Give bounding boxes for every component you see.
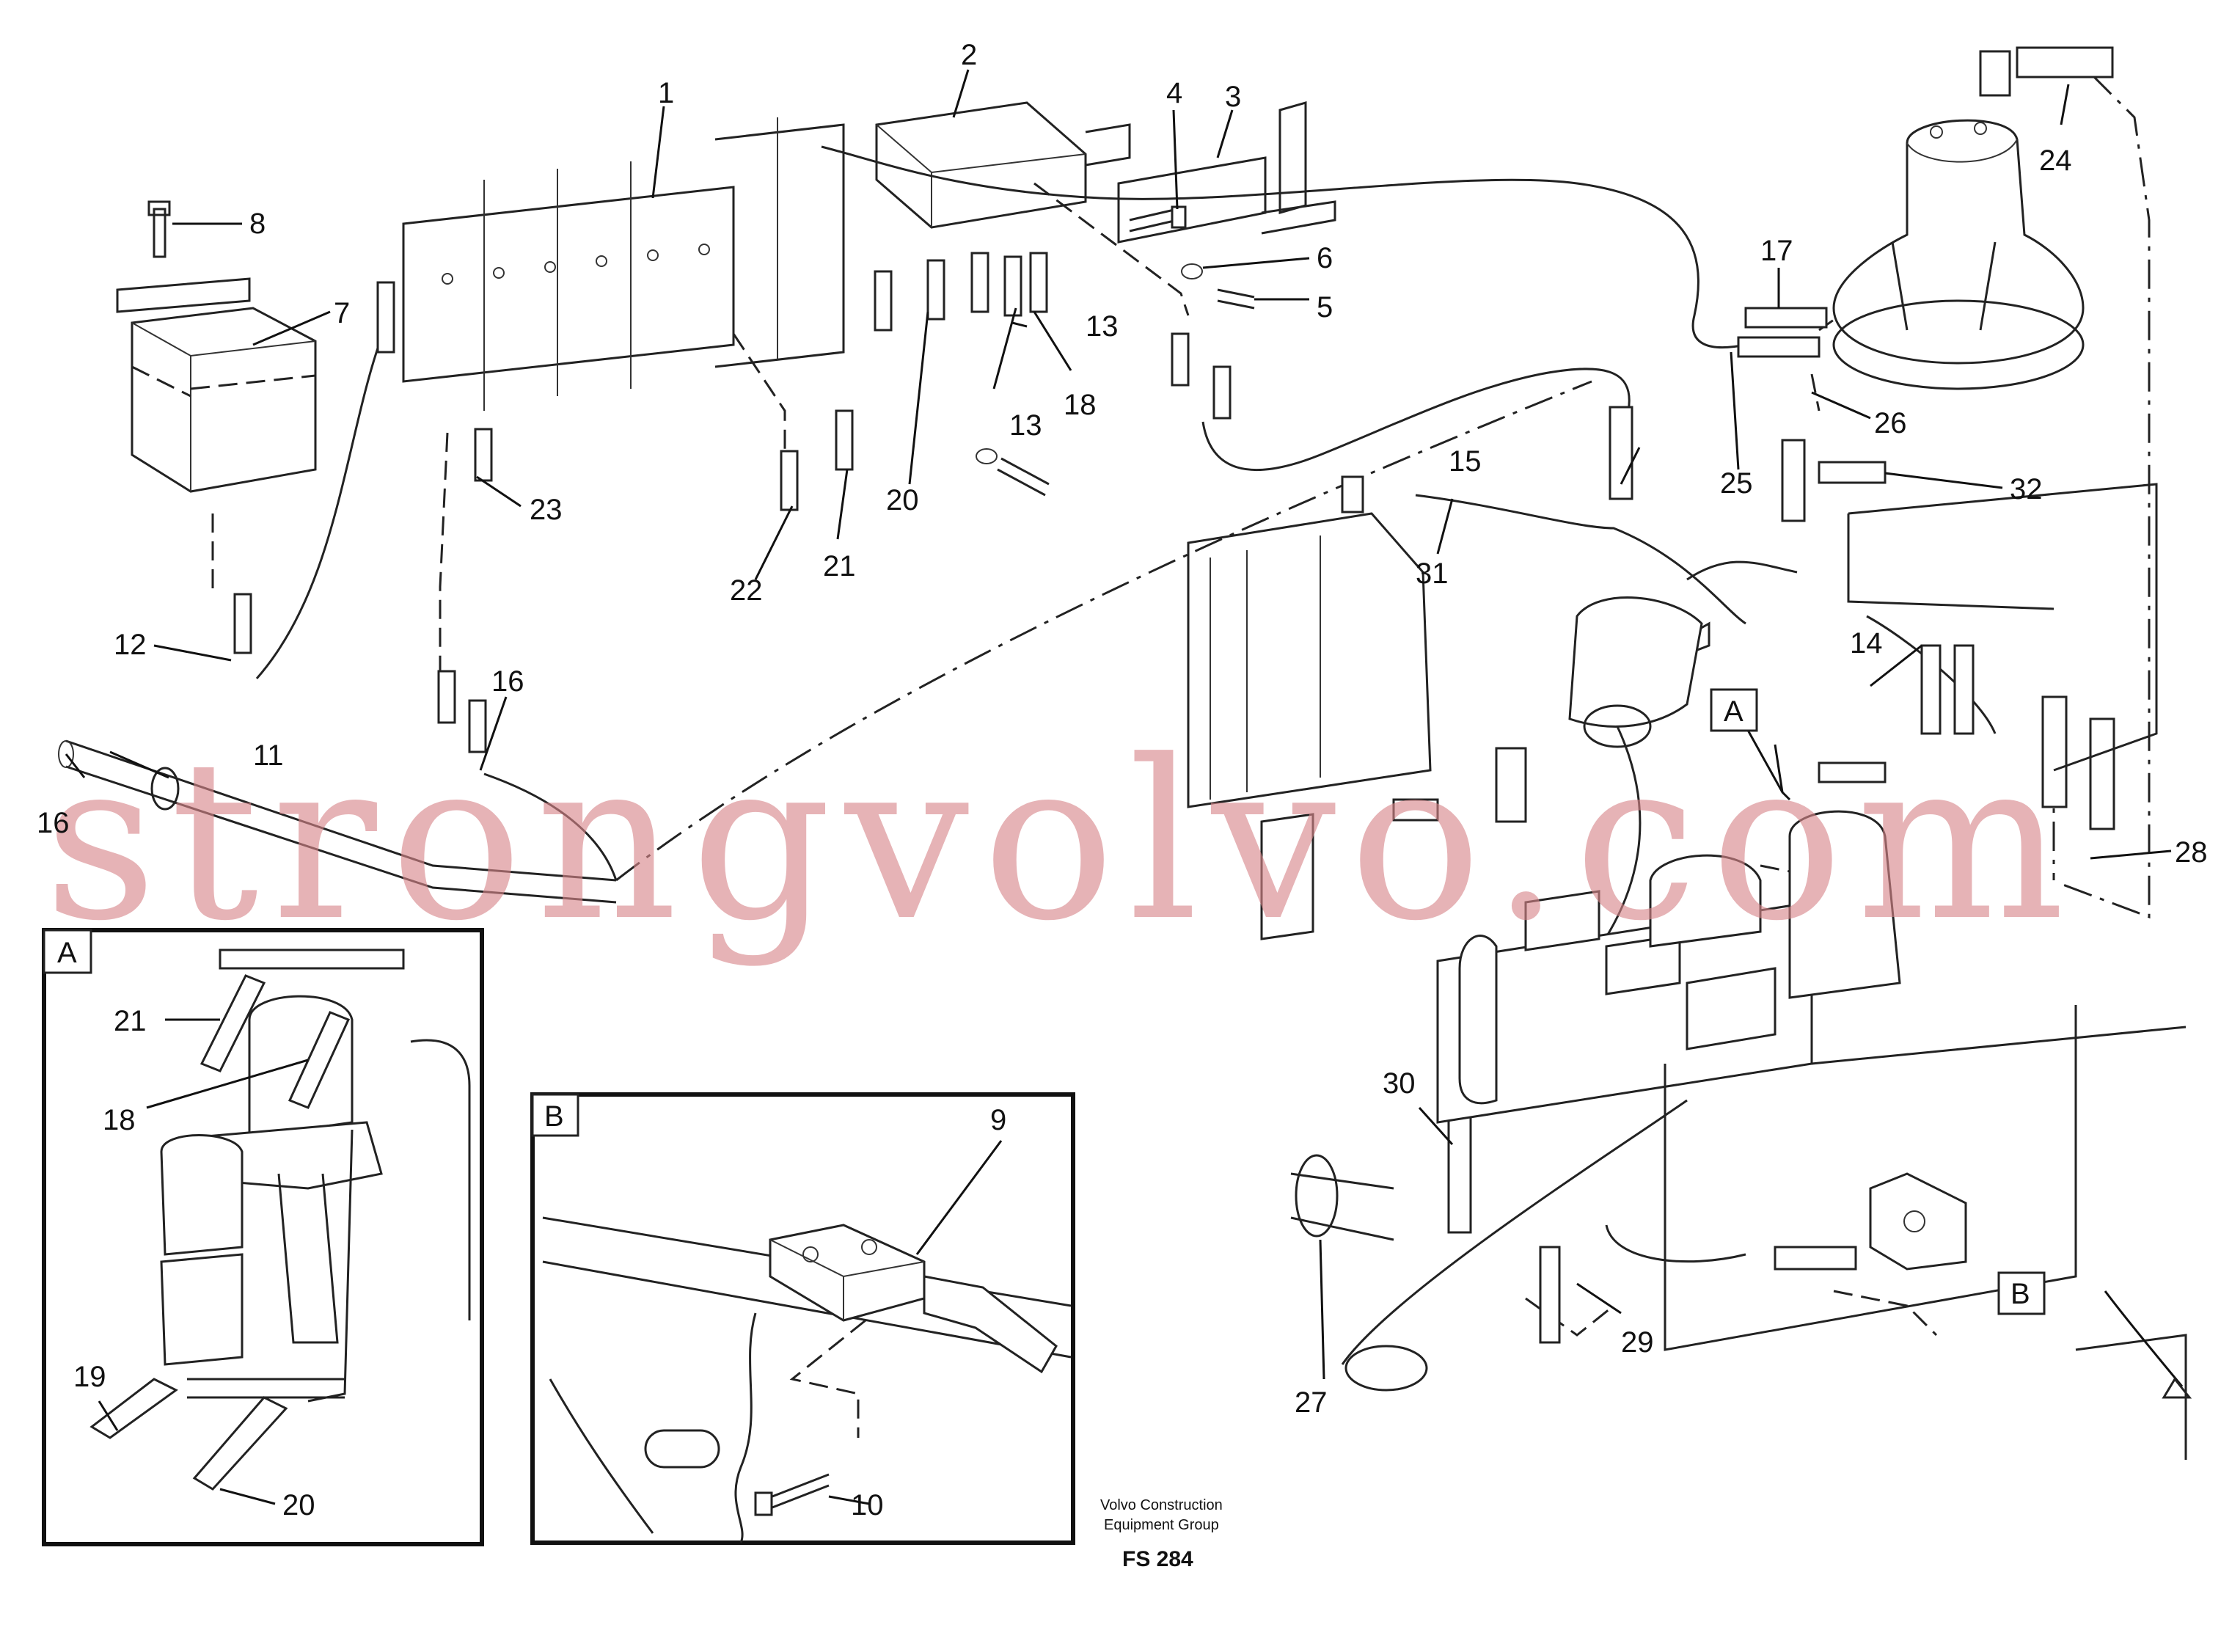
part-label-29: 29: [1621, 1326, 1654, 1359]
part-label-24: 24: [2039, 145, 2072, 177]
part-label-7: 7: [334, 297, 350, 329]
main-view-b-tag: B: [2010, 1278, 2030, 1310]
part-label-17: 17: [1760, 235, 1793, 267]
part-label-31: 31: [1416, 558, 1449, 590]
watermark: strongvolvo.com: [44, 713, 2078, 969]
part-label-25: 25: [1720, 467, 1753, 500]
valve-block-assembly: [116, 101, 1336, 497]
inset-b-label: B: [544, 1100, 564, 1133]
part-label-13b: 13: [1009, 409, 1042, 442]
part-label-32: 32: [2010, 473, 2043, 505]
credit-line-2: Equipment Group: [1104, 1517, 1219, 1533]
part-label-13a: 13: [1086, 310, 1119, 343]
part-label-16a: 16: [491, 665, 524, 698]
part-label-5: 5: [1317, 291, 1333, 324]
part-label-9: 9: [990, 1104, 1006, 1136]
part-label-4: 4: [1166, 77, 1182, 109]
part-label-8: 8: [249, 208, 266, 240]
part-label-11: 11: [253, 739, 284, 772]
part-label-10: 10: [851, 1489, 884, 1521]
part-label-16b: 16: [37, 807, 70, 839]
detail-a-inset: A: [42, 928, 484, 1546]
part-label-1: 1: [658, 77, 674, 109]
part-label-28: 28: [2175, 836, 2208, 869]
part-label-30: 30: [1383, 1067, 1416, 1100]
swing-motor: [1832, 119, 2085, 390]
part-label-3: 3: [1225, 81, 1241, 113]
drawing-code: FS 284: [1122, 1547, 1193, 1571]
part-label-6: 6: [1317, 242, 1333, 274]
valve-block-bolts: [442, 244, 710, 285]
hose-fittings: [233, 46, 2115, 1344]
part-label-18a: 18: [1064, 389, 1097, 421]
part-label-21b: 21: [114, 1005, 147, 1037]
part-label-2: 2: [961, 39, 977, 71]
credit-line-1: Volvo Construction: [1100, 1497, 1223, 1513]
detail-b-inset: B: [530, 1092, 1075, 1545]
drawing-credit: Volvo Construction Equipment Group FS 28…: [1100, 1497, 1223, 1571]
control-valve-assembly: [1187, 483, 2187, 1460]
main-view-a-tag: A: [1724, 695, 1743, 728]
leader-lines: [65, 69, 2184, 1505]
hose-pipe-clamp: [58, 739, 617, 904]
part-label-26: 26: [1874, 407, 1907, 439]
view-reference-tags: A B: [1710, 688, 2192, 1399]
part-label-18b: 18: [103, 1104, 136, 1136]
part-label-14: 14: [1850, 627, 1883, 659]
part-label-19: 19: [73, 1361, 106, 1393]
inset-a-label: A: [57, 937, 77, 969]
part-label-23: 23: [530, 494, 563, 526]
part-label-20a: 20: [886, 484, 919, 516]
part-label-27: 27: [1295, 1386, 1328, 1419]
part-label-22: 22: [730, 574, 763, 607]
part-label-20b: 20: [282, 1489, 315, 1521]
part-label-12: 12: [114, 629, 147, 661]
part-label-15: 15: [1449, 445, 1482, 478]
part-labels: 1 2 3 4 5 6 7 8 9 10 11 12 13 13 14 15 1…: [37, 39, 2208, 1521]
part-label-21a: 21: [823, 550, 856, 582]
